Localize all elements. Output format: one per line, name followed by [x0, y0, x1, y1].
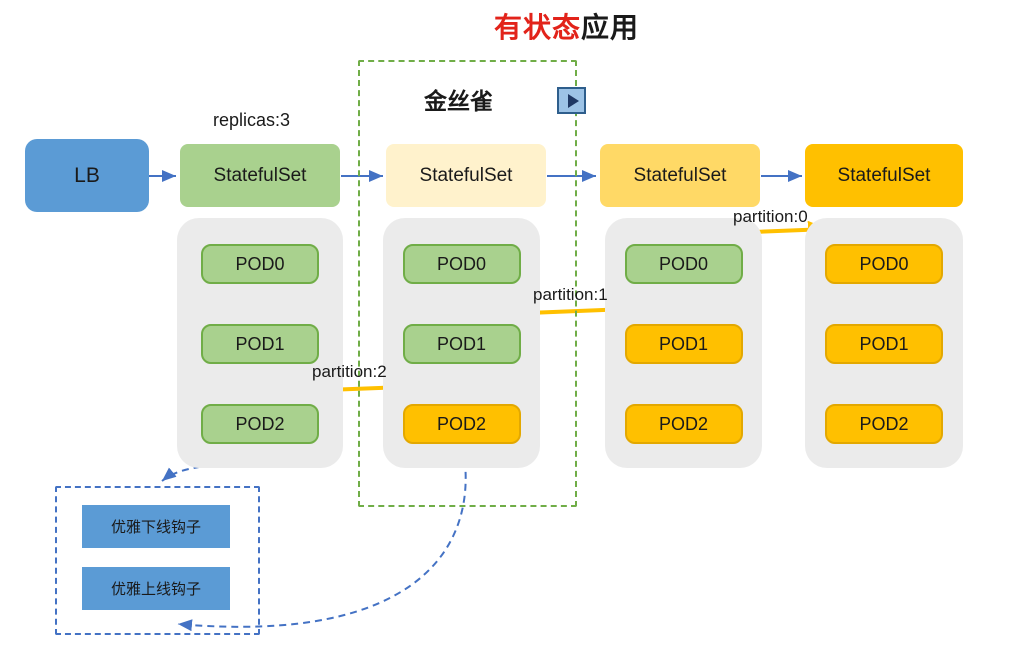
- statefulset-node-4: StatefulSet: [805, 144, 963, 207]
- pod-group-1: POD0 POD1 POD2: [177, 218, 343, 468]
- pod-col4-pod1: POD1: [825, 324, 943, 364]
- statefulset-node-3: StatefulSet: [600, 144, 760, 207]
- pod-group-4: POD0 POD1 POD2: [805, 218, 963, 468]
- partition-1-label: partition:1: [533, 285, 608, 304]
- statefulset-node-2: StatefulSet: [386, 144, 546, 207]
- pod-col2-pod1: POD1: [402, 324, 521, 364]
- diagram-title: 有状态应用: [494, 6, 639, 46]
- pod-col4-pod0: POD0: [825, 244, 943, 284]
- offline-hook-node: 优雅下线钩子: [82, 505, 230, 548]
- title-rest: 应用: [581, 12, 640, 43]
- online-hook-node: 优雅上线钩子: [82, 567, 230, 610]
- hooks-dashed-box: [55, 486, 260, 635]
- pod-col2-pod0: POD0: [402, 244, 521, 284]
- pod-col3-pod1: POD1: [624, 324, 743, 364]
- replicas-label: replicas:3: [213, 110, 291, 130]
- partition-2-label: partition:2: [312, 362, 387, 381]
- pod-col2-pod2: POD2: [402, 404, 521, 444]
- lb-node: LB: [25, 139, 149, 212]
- pod-col4-pod2: POD2: [825, 404, 943, 444]
- pod-col1-pod2: POD2: [201, 404, 319, 444]
- pod-col3-pod2: POD2: [624, 404, 743, 444]
- partition-0-label: partition:0: [733, 207, 808, 226]
- pod-col1-pod1: POD1: [201, 324, 319, 364]
- play-icon[interactable]: [557, 87, 586, 114]
- pod-col1-pod0: POD0: [201, 244, 319, 284]
- statefulset-node-1: StatefulSet: [180, 144, 340, 207]
- pod-group-3: POD0 POD1 POD2: [605, 218, 762, 468]
- canary-label: 金丝雀: [424, 88, 493, 114]
- canary-dashed-box: [358, 60, 577, 507]
- play-triangle-icon: [567, 93, 579, 108]
- pod-col3-pod0: POD0: [624, 244, 743, 284]
- title-highlight: 有状态: [494, 12, 582, 43]
- pod-group-2: POD0 POD1 POD2: [383, 218, 540, 468]
